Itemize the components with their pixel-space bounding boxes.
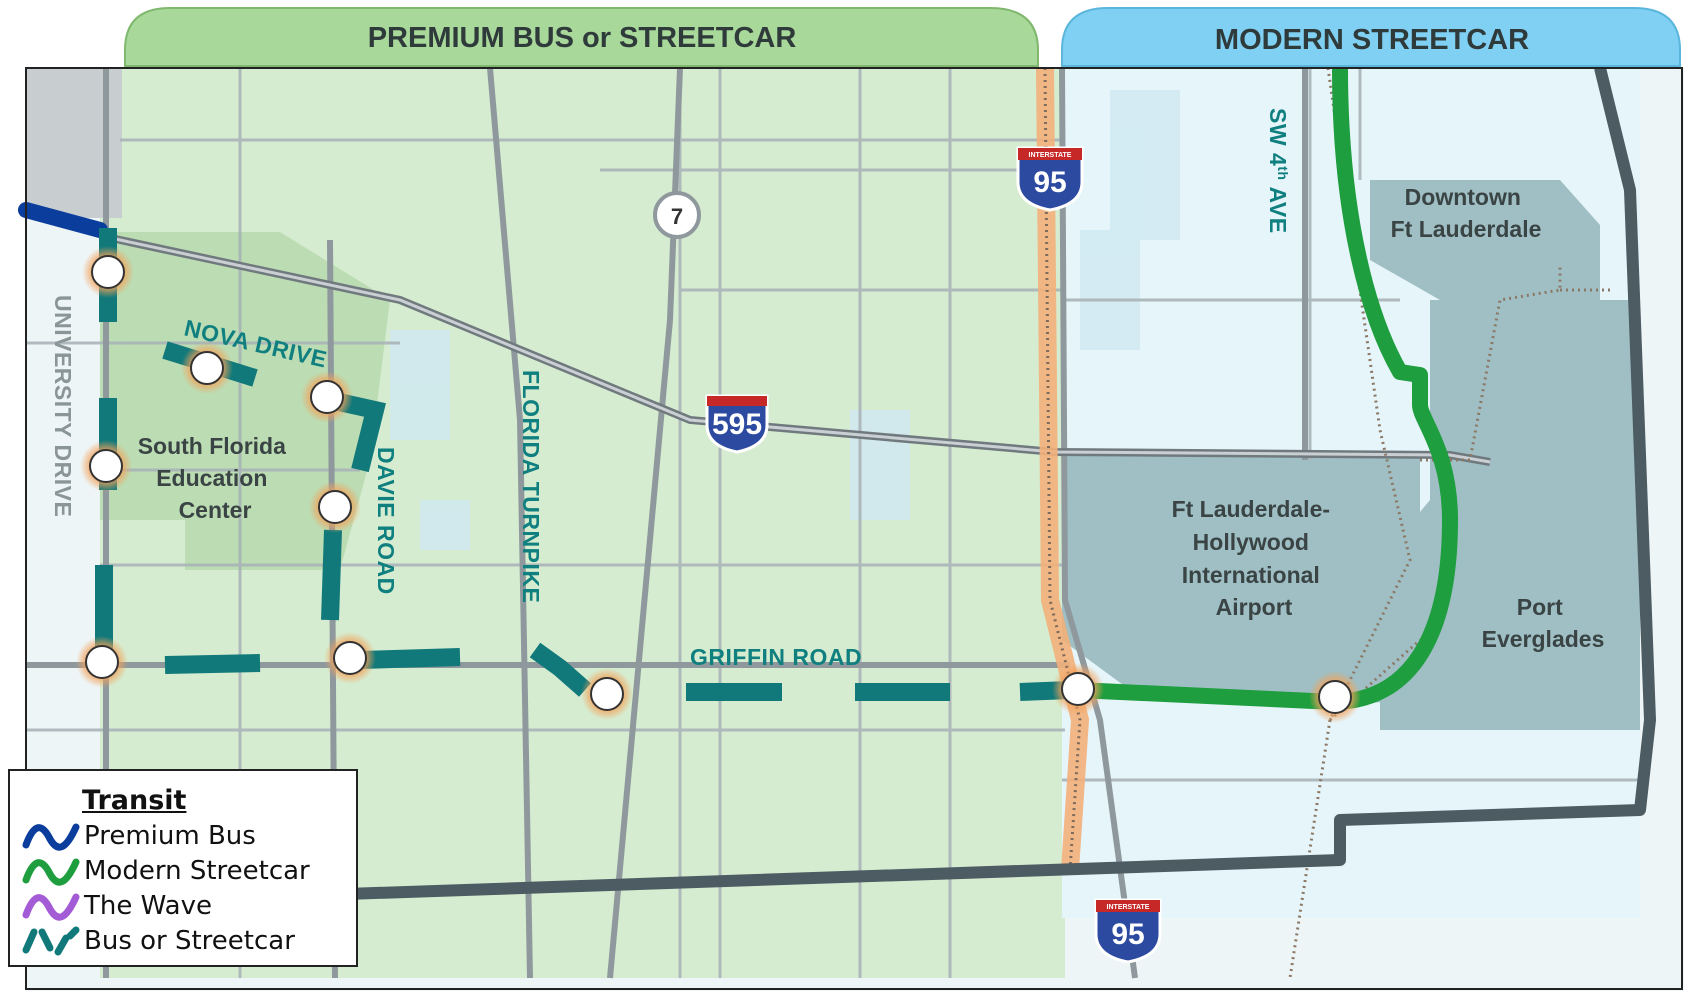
label-florida-turnpike: FLORIDA TURNPIKE — [518, 370, 544, 603]
label-sw-4th-ave: SW 4th AVE — [1265, 108, 1291, 234]
station-i95-griffin — [1052, 663, 1104, 715]
label-university-drive: UNIVERSITY DRIVE — [50, 295, 76, 517]
legend-label: Bus or Streetcar — [84, 926, 295, 956]
svg-text:INTERSTATE: INTERSTATE — [1029, 152, 1072, 159]
sr7-shield: 7 — [653, 191, 701, 239]
label-education-center: South Florida Education Center — [138, 433, 293, 523]
station-nova-west — [181, 342, 233, 394]
legend: Transit Premium Bus Modern Streetcar The… — [8, 769, 358, 967]
tab-premium-bus-streetcar: PREMIUM BUS or STREETCAR — [124, 7, 1039, 67]
legend-item-the-wave: The Wave — [20, 889, 212, 923]
station-university-north — [82, 246, 134, 298]
legend-title: Transit — [82, 785, 187, 816]
legend-label: The Wave — [84, 891, 212, 921]
station-nova-east — [301, 371, 353, 423]
svg-text:INTERSTATE: INTERSTATE — [1107, 904, 1150, 911]
the-wave-swatch-icon — [22, 893, 80, 921]
i595-shield: 595 — [705, 394, 769, 454]
tab-modern-label: MODERN STREETCAR — [1215, 24, 1529, 56]
label-downtown-ft-lauderdale: Downtown Ft Lauderdale — [1391, 184, 1542, 242]
svg-text:95: 95 — [1111, 918, 1144, 951]
svg-text:7: 7 — [671, 204, 683, 229]
label-airport: Ft Lauderdale- Hollywood International A… — [1172, 496, 1337, 620]
corridor-boundary — [25, 66, 1656, 911]
label-davie-road: DAVIE ROAD — [373, 447, 399, 595]
tab-modern-streetcar: MODERN STREETCAR — [1061, 7, 1681, 67]
modern-streetcar-route — [1077, 67, 1458, 710]
modern-streetcar-swatch-icon — [22, 858, 80, 886]
downtown-area — [1370, 180, 1600, 300]
station-university-mid — [80, 440, 132, 492]
port-area — [1380, 300, 1640, 730]
i95-corridor — [1036, 67, 1090, 871]
station-davie-mid — [309, 481, 361, 533]
station-turnpike-griffin — [581, 668, 633, 720]
legend-item-bus-or-streetcar: Bus or Streetcar — [20, 924, 295, 958]
svg-text:595: 595 — [712, 408, 762, 441]
airport-area — [1062, 455, 1420, 705]
i95-shield-bottom: INTERSTATE 95 — [1094, 898, 1162, 964]
station-airport-south — [1309, 671, 1361, 723]
premium-bus-route — [18, 202, 108, 238]
label-port-everglades: Port Everglades — [1482, 594, 1605, 652]
svg-text:95: 95 — [1033, 166, 1066, 199]
label-griffin-road: GRIFFIN ROAD — [690, 644, 862, 670]
i95-shield-top: INTERSTATE 95 — [1016, 146, 1084, 212]
map-frame — [25, 67, 1683, 990]
stations — [76, 246, 1361, 723]
premium-bus-swatch-icon — [22, 823, 80, 851]
legend-item-premium-bus: Premium Bus — [20, 819, 256, 853]
legend-label: Modern Streetcar — [84, 856, 310, 886]
legend-item-modern-streetcar: Modern Streetcar — [20, 854, 310, 888]
tab-premium-label: PREMIUM BUS or STREETCAR — [368, 22, 797, 54]
education-center-area — [100, 232, 390, 570]
station-davie-griffin — [324, 632, 376, 684]
lakes — [390, 90, 1180, 550]
railroads — [1043, 67, 1610, 979]
bus-or-streetcar-swatch-icon — [22, 926, 80, 956]
legend-label: Premium Bus — [84, 821, 256, 851]
station-university-griffin — [76, 636, 128, 688]
